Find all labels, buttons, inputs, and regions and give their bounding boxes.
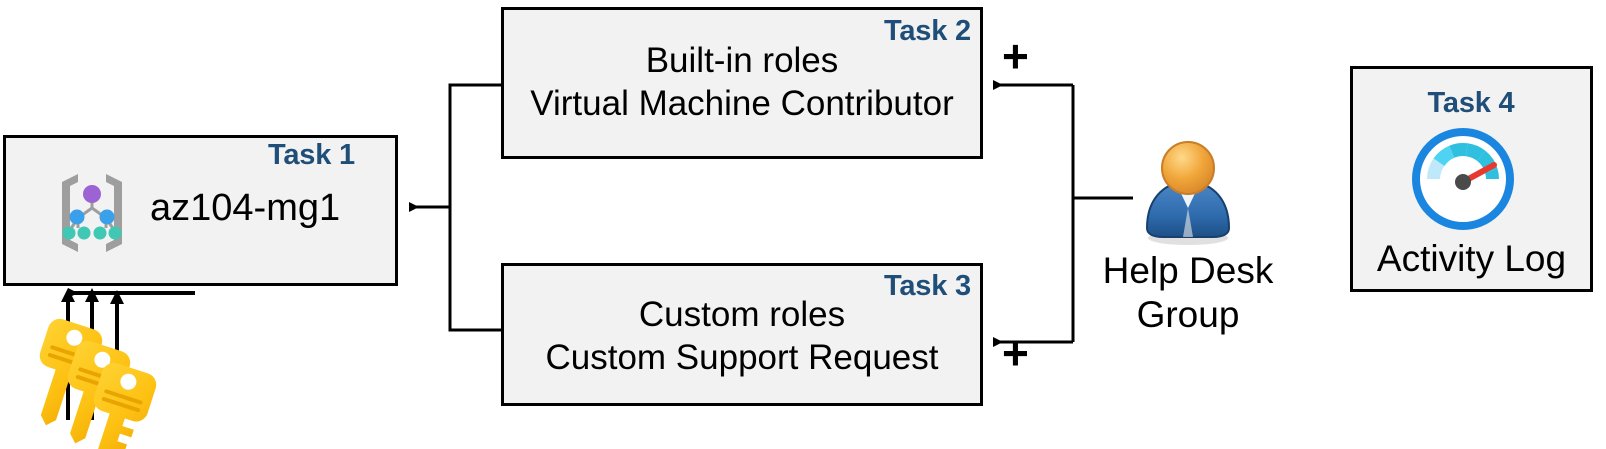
plus-bottom: + bbox=[1002, 327, 1029, 379]
task2-text: Built-in roles Virtual Machine Contribut… bbox=[530, 41, 954, 123]
management-group-icon bbox=[48, 168, 136, 258]
task1-label: az104-mg1 bbox=[150, 187, 341, 229]
task3-box[interactable] bbox=[501, 263, 983, 406]
left-merge-connector bbox=[409, 83, 501, 332]
task3-badge: Task 3 bbox=[884, 270, 971, 302]
group-label: Help Desk Group bbox=[1102, 250, 1274, 335]
task2-box[interactable] bbox=[501, 7, 983, 159]
activity-log-gauge-icon bbox=[1411, 127, 1515, 231]
user-group-icon bbox=[1133, 138, 1243, 248]
task2-badge: Task 2 bbox=[884, 15, 971, 47]
task3-text: Custom roles Custom Support Request bbox=[545, 295, 939, 377]
task4-label: Activity Log bbox=[1376, 238, 1567, 279]
task1-badge: Task 1 bbox=[268, 139, 355, 171]
task4-badge: Task 4 bbox=[1427, 87, 1515, 119]
keys-icon bbox=[28, 318, 168, 449]
plus-top: + bbox=[1002, 30, 1029, 82]
